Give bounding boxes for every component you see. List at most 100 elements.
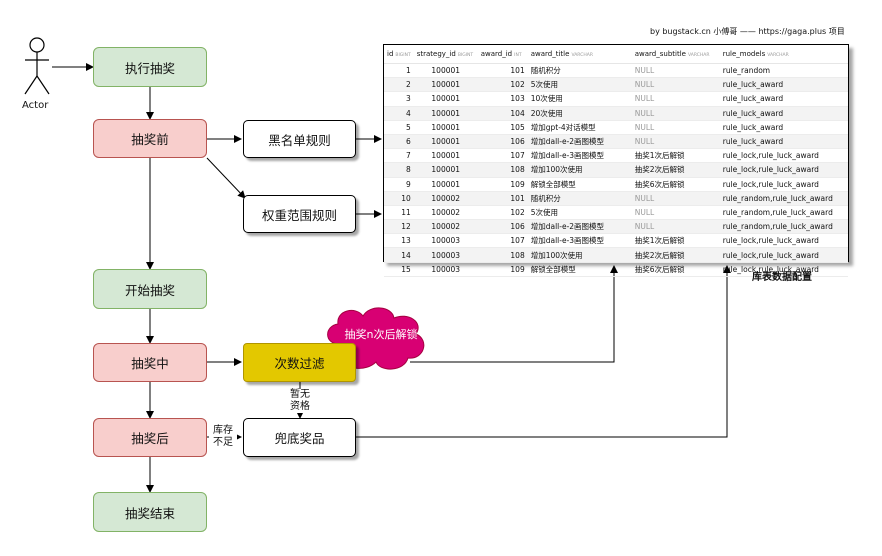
cell-strategy-id: 100001 [413,63,478,79]
before-draw-node[interactable]: 抽奖前 [93,119,207,158]
weight-range-rule-node[interactable]: 权重范围规则 [243,195,356,233]
edge-filter-table [410,265,618,363]
cell-award-title: 10次使用 [527,91,632,107]
col-rule-models-name: rule_models [722,50,766,58]
after-draw-label: 抽奖后 [131,431,169,446]
col-award-id-name: award_id [480,50,513,58]
weight-range-rule-label: 权重范围规则 [261,207,337,223]
cell-id: 2 [384,77,414,93]
cell-id: 12 [384,219,414,235]
blacklist-rule-node[interactable]: 黑名单规则 [243,120,356,158]
cell-award-id: 108 [477,247,528,263]
cell-award-id: 108 [477,162,528,178]
end-draw-node[interactable]: 抽奖结束 [93,492,207,532]
cell-rule-models: rule_lock,rule_luck_award [719,233,848,249]
cell-id: 6 [384,134,414,150]
cell-award-subtitle: 抽奖1次后解锁 [631,233,720,249]
actor-icon [24,37,50,95]
during-draw-node[interactable]: 抽奖中 [93,343,207,382]
cell-award-id: 102 [477,205,528,221]
during-draw-label: 抽奖中 [131,356,169,371]
cell-rule-models: rule_lock,rule_luck_award [719,148,848,164]
edge-before-weight [206,157,246,199]
cell-rule-models: rule_random,rule_luck_award [719,219,848,235]
cell-award-title: 增加dall-e-3画图模型 [527,233,632,249]
edge-fallback-table [356,265,731,438]
cell-award-subtitle: NULL [631,106,720,121]
start-draw-label: 开始抽奖 [124,282,175,298]
cell-award-subtitle: 抽奖2次后解锁 [631,162,720,178]
cell-id: 1 [384,63,414,79]
cell-id: 4 [384,106,414,121]
cell-award-id: 101 [477,191,528,206]
cell-id: 14 [384,247,414,263]
no-qualification-label: 暂无 资格 [285,389,315,413]
cell-rule-models: rule_lock,rule_luck_award [719,262,848,277]
cell-award-title: 增加100次使用 [527,162,632,178]
cell-award-id: 103 [477,91,528,107]
col-strategy-id-name: strategy_id [416,50,456,58]
cell-award-id: 109 [477,262,528,277]
cell-id: 5 [384,120,414,135]
cell-award-id: 104 [477,106,528,121]
cell-award-title: 随机积分 [527,63,632,79]
cell-id: 3 [384,91,414,107]
cell-award-title: 增加100次使用 [527,247,632,263]
cell-strategy-id: 100003 [413,262,478,277]
credit-text: by bugstack.cn 小傅哥 —— https://gaga.plus … [650,27,845,36]
execute-draw-node[interactable]: 执行抽奖 [93,47,207,87]
cell-strategy-id: 100001 [413,162,478,178]
cell-rule-models: rule_lock,rule_luck_award [719,177,848,192]
cell-id: 9 [384,177,414,192]
cell-award-subtitle: NULL [631,91,720,107]
cell-award-title: 增加dall-e-2画图模型 [527,219,632,235]
cell-strategy-id: 100001 [413,77,478,93]
cell-award-title: 5次使用 [527,77,632,93]
cell-rule-models: rule_luck_award [719,134,848,150]
count-filter-node[interactable]: 次数过滤 [243,343,356,382]
cell-id: 13 [384,233,414,249]
col-award-subtitle-type: VARCHAR [687,53,710,58]
col-rule-models-type: VARCHAR [767,53,789,58]
cell-award-subtitle: 抽奖6次后解锁 [631,262,720,277]
start-draw-node[interactable]: 开始抽奖 [93,269,207,309]
cell-award-id: 102 [477,77,528,93]
cell-rule-models: rule_random [719,63,848,79]
fallback-award-node[interactable]: 兜底奖品 [243,418,356,457]
cell-award-title: 增加dall-e-2画图模型 [527,134,632,150]
cell-strategy-id: 100001 [413,91,478,107]
cell-award-id: 106 [477,134,528,150]
cell-award-title: 20次使用 [527,106,632,121]
cell-id: 11 [384,205,414,221]
blacklist-rule-label: 黑名单规则 [268,132,331,148]
cell-award-id: 109 [477,177,528,192]
cell-award-subtitle: NULL [631,63,720,79]
cell-award-id: 106 [477,219,528,235]
cell-award-title: 增加gpt-4对话模型 [527,120,632,135]
after-draw-node[interactable]: 抽奖后 [93,418,207,457]
cell-rule-models: rule_random,rule_luck_award [719,191,848,206]
